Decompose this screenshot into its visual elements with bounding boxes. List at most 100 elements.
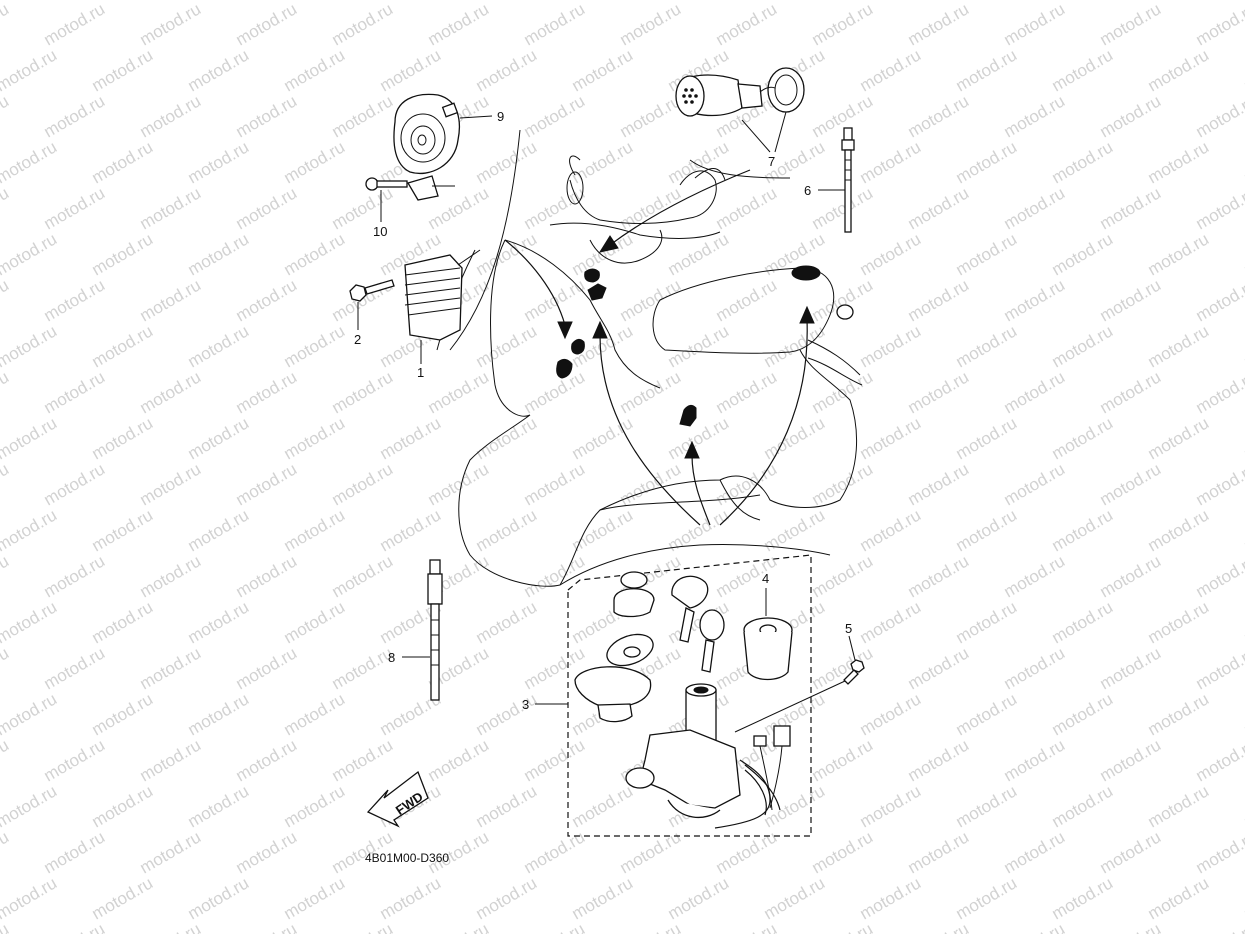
watermark-text: motod.ru [329,367,397,417]
watermark-text: motod.ru [1193,551,1245,601]
watermark-text: motod.ru [905,0,973,49]
watermark-text: motod.ru [0,0,12,49]
watermark-text: motod.ru [281,689,349,739]
watermark-text: motod.ru [1193,367,1245,417]
watermark-text: motod.ru [1097,0,1165,49]
watermark-text: motod.ru [809,735,877,785]
watermark-text: motod.ru [89,45,157,95]
bolt-icon [365,177,408,191]
watermark-text: motod.ru [953,781,1021,831]
screw-icon [843,659,865,685]
watermark-text: motod.ru [521,919,589,934]
watermark-text: motod.ru [473,689,541,739]
watermark-text: motod.ru [41,827,109,877]
watermark-text: motod.ru [1001,827,1069,877]
watermark-text: motod.ru [329,91,397,141]
watermark-text: motod.ru [0,827,12,877]
watermark-text: motod.ru [1001,459,1069,509]
buzzer-icon [675,67,805,117]
watermark-text: motod.ru [617,367,685,417]
watermark-text: motod.ru [329,735,397,785]
watermark-text: motod.ru [1241,505,1245,555]
diagram-code: 4B01M00-D360 [365,851,449,865]
watermark-text: motod.ru [377,505,445,555]
watermark-text: motod.ru [137,827,205,877]
watermark-text: motod.ru [0,183,12,233]
watermark-text: motod.ru [329,643,397,693]
watermark-text: motod.ru [89,597,157,647]
watermark-text: motod.ru [185,413,253,463]
watermark-text: motod.ru [89,321,157,371]
watermark-text: motod.ru [1241,689,1245,739]
watermark-text: motod.ru [1001,275,1069,325]
watermark-text: motod.ru [953,873,1021,923]
watermark-text: motod.ru [1193,0,1245,49]
watermark-text: motod.ru [761,321,829,371]
watermark-text: motod.ru [569,137,637,187]
callout-4: 4 [762,571,769,586]
watermark-text: motod.ru [1241,321,1245,371]
watermark-text: motod.ru [233,643,301,693]
callout-9: 9 [497,109,504,124]
watermark-text: motod.ru [233,827,301,877]
watermark-text: motod.ru [1097,551,1165,601]
watermark-text: motod.ru [0,229,60,279]
watermark-text: motod.ru [281,45,349,95]
watermark-text: motod.ru [137,183,205,233]
watermark-text: motod.ru [953,597,1021,647]
scooter-outline [436,129,863,587]
watermark-text: motod.ru [521,827,589,877]
watermark-text: motod.ru [233,735,301,785]
watermark-text: motod.ru [905,643,973,693]
watermark-text: motod.ru [1097,459,1165,509]
watermark-text: motod.ru [329,459,397,509]
watermark-text: motod.ru [137,367,205,417]
watermark-text: motod.ru [665,321,733,371]
callout-2: 2 [354,332,361,347]
watermark-text: motod.ru [185,229,253,279]
watermark-text: motod.ru [713,827,781,877]
watermark-text: motod.ru [41,0,109,49]
watermark-text: motod.ru [1193,275,1245,325]
watermark-text: motod.ru [425,459,493,509]
watermark-text: motod.ru [1049,689,1117,739]
watermark-text: motod.ru [905,459,973,509]
watermark-text: motod.ru [713,0,781,49]
callout-5: 5 [845,621,852,636]
watermark-text: motod.ru [761,505,829,555]
watermark-text: motod.ru [521,367,589,417]
watermark-text: motod.ru [905,919,973,934]
watermark-text: motod.ru [1193,735,1245,785]
watermark-text: motod.ru [1001,643,1069,693]
watermark-text: motod.ru [233,275,301,325]
watermark-text: motod.ru [521,183,589,233]
watermark-text: motod.ru [233,91,301,141]
watermark-text: motod.ru [89,873,157,923]
watermark-text: motod.ru [425,919,493,934]
watermark-text: motod.ru [713,551,781,601]
watermark-text: motod.ru [137,643,205,693]
watermark-text: motod.ru [0,735,12,785]
watermark-text: motod.ru [1049,45,1117,95]
watermark-text: motod.ru [0,873,60,923]
watermark-text: motod.ru [1097,91,1165,141]
cable-tie-icon [841,127,855,233]
watermark-text: motod.ru [473,137,541,187]
watermark-text: motod.ru [953,229,1021,279]
watermark-text: motod.ru [1241,229,1245,279]
watermark-text: motod.ru [281,781,349,831]
watermark-text: motod.ru [329,551,397,601]
watermark-text: motod.ru [1001,0,1069,49]
watermark-text: motod.ru [473,413,541,463]
watermark-text: motod.ru [857,781,925,831]
watermark-text: motod.ru [1097,183,1165,233]
watermark-text: motod.ru [1049,781,1117,831]
watermark-text: motod.ru [1097,275,1165,325]
watermark-text: motod.ru [89,413,157,463]
watermark-text: motod.ru [809,91,877,141]
watermark-text: motod.ru [665,873,733,923]
watermark-text: motod.ru [1193,827,1245,877]
watermark-text: motod.ru [569,413,637,463]
watermark-text: motod.ru [857,321,925,371]
watermark-text: motod.ru [1145,229,1213,279]
